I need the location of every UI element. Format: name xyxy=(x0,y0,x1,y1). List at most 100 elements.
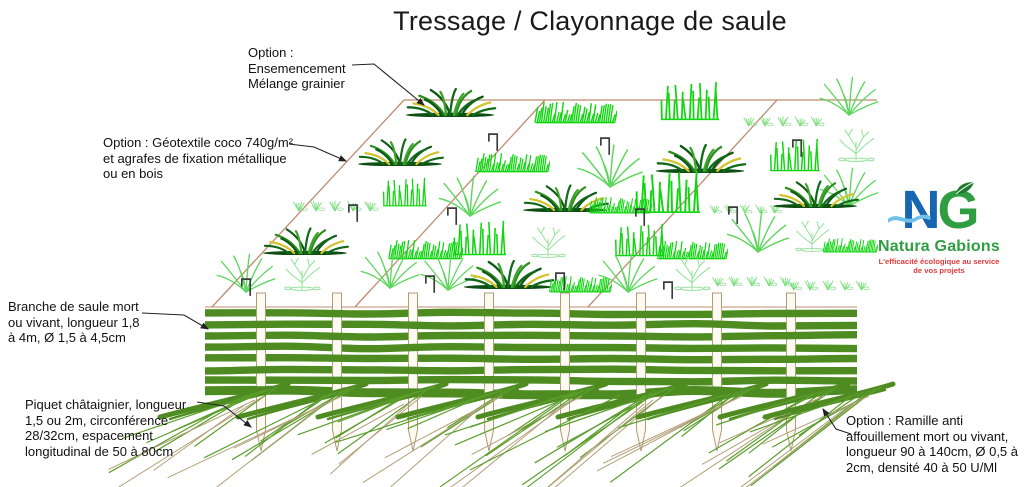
twig-line xyxy=(297,391,418,436)
twig-swoosh xyxy=(717,381,851,420)
leader-geotextile xyxy=(288,143,348,162)
weave-over-stake xyxy=(712,308,722,319)
twig-line xyxy=(485,389,584,457)
twig-line-dry xyxy=(547,399,654,487)
weave-over-stake xyxy=(332,364,342,375)
twig-line xyxy=(748,394,853,478)
grass-clump-bright xyxy=(822,237,878,253)
grass-field xyxy=(216,76,879,293)
weave-over-stake xyxy=(560,308,570,319)
logo-monogram: NG xyxy=(876,181,1002,237)
twig-line-dry xyxy=(762,395,870,445)
twig-line xyxy=(618,394,726,429)
weave-over-stake xyxy=(786,319,796,331)
weave-over-stake xyxy=(256,353,266,364)
grass-clump-tuft xyxy=(261,227,349,255)
twig-line xyxy=(544,388,670,433)
twig-line-dry xyxy=(329,399,414,475)
willow-band xyxy=(204,385,858,400)
twig-line-dry xyxy=(450,399,574,487)
willow-band xyxy=(204,319,858,330)
grass-clump-sprouts xyxy=(709,204,782,214)
twig-swoosh xyxy=(157,381,291,420)
grass-clump-bright xyxy=(388,239,463,260)
twig-line xyxy=(337,388,430,455)
weave-over-stake xyxy=(484,364,494,375)
weave-over-stake xyxy=(560,375,570,387)
plane-edge xyxy=(211,99,405,308)
grass-clump-tuft xyxy=(356,138,444,166)
weave-over-stake xyxy=(712,375,722,387)
anti-scour-twigs xyxy=(108,381,896,487)
annotation-chestnut-stake: Piquet châtaignier, longueur 1,5 ou 2m, … xyxy=(25,397,187,459)
grass-clump-tuft xyxy=(771,180,859,208)
twig-line xyxy=(683,388,750,432)
weave-over-stake xyxy=(484,319,494,331)
plane-edge xyxy=(587,99,778,308)
twig-line-dry xyxy=(311,403,405,455)
staple-icon xyxy=(487,133,499,152)
weave-over-stake xyxy=(408,353,418,364)
weave-over-stake xyxy=(256,308,266,319)
logo-tagline: L'efficacité écologique au service de vo… xyxy=(878,257,1000,276)
slope-plane xyxy=(211,99,877,308)
grass-clump-reeds xyxy=(769,138,821,172)
annotation-geotextile: Option : Géotextile coco 740g/m² et agra… xyxy=(103,135,294,182)
weave-over-stake xyxy=(636,386,646,398)
twig-line xyxy=(681,391,738,437)
weave-over-stake xyxy=(408,308,418,319)
twig-line-dry xyxy=(167,399,334,479)
logo-letter-n: N xyxy=(901,180,940,240)
natura-gabions-logo: NG Natura Gabions L'efficacité écologiqu… xyxy=(876,181,1002,276)
grass-clump-sprouts xyxy=(712,275,794,287)
staple-icon xyxy=(599,137,611,156)
willow-band xyxy=(204,353,858,364)
twig-swoosh xyxy=(315,381,449,420)
staple-icon xyxy=(446,207,458,226)
grass-clump-tuft xyxy=(404,88,497,117)
twig-line-dry xyxy=(338,395,423,465)
weave-over-stake xyxy=(408,330,418,342)
twig-line xyxy=(718,386,838,470)
twig-line-dry xyxy=(362,399,494,483)
twig-swoosh xyxy=(235,381,369,420)
weave-over-stake xyxy=(256,330,266,342)
grass-clump-bush xyxy=(531,226,566,258)
weave-over-stake xyxy=(484,342,494,353)
weave-over-stake xyxy=(332,319,342,331)
twig-line-dry xyxy=(596,403,725,472)
diagram-title: Tressage / Clayonnage de saule xyxy=(393,6,787,36)
grass-clump-reeds xyxy=(635,170,701,214)
twig-line-dry xyxy=(216,403,325,487)
weave-over-stake xyxy=(560,353,570,364)
twig-line-dry xyxy=(679,403,807,487)
twig-swoosh xyxy=(762,381,896,420)
grass-clump-bright xyxy=(548,275,612,293)
grass-clump-fountain xyxy=(216,253,276,293)
weave-over-stake xyxy=(712,353,722,364)
grass-clump-bright xyxy=(534,101,617,124)
willow-band xyxy=(204,375,858,386)
twig-line xyxy=(153,392,254,453)
willow-band xyxy=(204,331,858,341)
annotation-seeding: Option : Ensemencement Mélange grainier xyxy=(248,45,346,92)
twig-line-dry xyxy=(153,403,247,471)
grass-clump-fountain xyxy=(420,253,476,291)
weave-over-stake xyxy=(636,319,646,331)
weave-over-stake xyxy=(786,364,796,375)
weave-over-stake xyxy=(712,330,722,342)
grass-clump-tuft xyxy=(462,260,555,289)
grass-clump-reeds xyxy=(453,220,507,256)
grass-clump-reeds xyxy=(382,177,428,207)
twig-line xyxy=(469,394,566,428)
twig-line xyxy=(750,388,877,487)
twig-line xyxy=(108,394,248,474)
grass-clump-reeds xyxy=(614,223,666,257)
twig-line xyxy=(564,394,646,457)
grass-clump-bright xyxy=(657,240,728,260)
wattle-fence xyxy=(204,292,858,452)
annotation-willow-branch: Branche de saule mort ou vivant, longueu… xyxy=(8,299,140,346)
twig-line-dry xyxy=(547,403,645,487)
twig-line-dry xyxy=(389,403,485,487)
